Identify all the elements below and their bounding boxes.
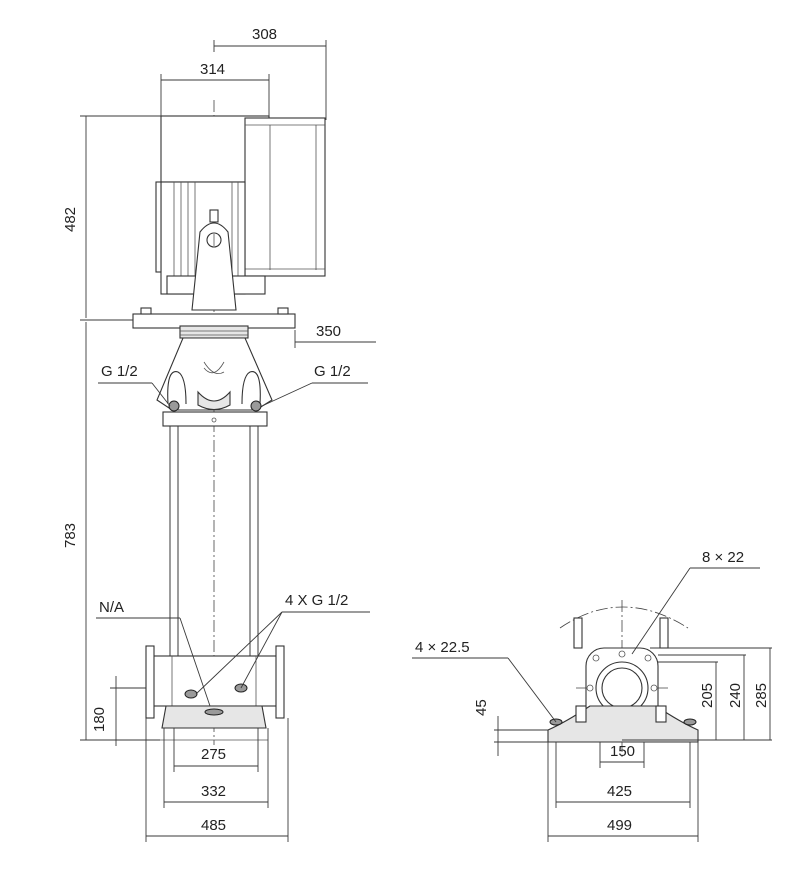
dim-motor-offset: 308 — [213, 26, 327, 120]
dim-label: 150 — [610, 743, 635, 760]
dim-label: 482 — [62, 207, 79, 232]
dim-label: 285 — [753, 683, 770, 708]
side-base-foot — [547, 705, 699, 743]
pump-head — [156, 337, 273, 427]
dim-label: 499 — [607, 817, 632, 834]
dim-base-mid: 332 — [163, 728, 269, 808]
dim-425: 425 — [555, 742, 691, 808]
dim-label: 308 — [252, 26, 277, 43]
label-na: N/A — [96, 599, 211, 707]
dim-label: 180 — [91, 707, 108, 732]
dim-label: 275 — [201, 746, 226, 763]
dim-499: 499 — [547, 742, 699, 842]
svg-text:4 × 22.5: 4 × 22.5 — [415, 639, 470, 656]
dim-base-height: 783 — [62, 322, 160, 741]
dim-label: 485 — [201, 817, 226, 834]
svg-text:G 1/2: G 1/2 — [314, 363, 351, 380]
dim-label: 205 — [699, 683, 716, 708]
dim-label: 332 — [201, 783, 226, 800]
base-body — [150, 655, 278, 707]
dim-150: 150 — [599, 742, 645, 768]
outlet-flange — [275, 645, 285, 719]
dim-label: 425 — [607, 783, 632, 800]
svg-text:4 X G 1/2: 4 X G 1/2 — [285, 592, 348, 609]
dim-label: 350 — [316, 323, 341, 340]
pump-base — [145, 645, 285, 741]
dim-motor-width: 314 — [160, 61, 270, 116]
dim-label: 783 — [62, 523, 79, 548]
side-view: 8 × 22 4 × 22.5 45 205 240 285 — [412, 549, 772, 842]
dim-vertical-stack: 205 240 285 — [622, 647, 772, 741]
lifting-eye — [191, 222, 237, 311]
label-bolts-top: 8 × 22 — [631, 549, 760, 655]
inlet-flange — [145, 645, 155, 719]
label-drain: 4 X G 1/2 — [195, 592, 370, 695]
label-vent-left: G 1/2 — [98, 363, 171, 407]
dim-flange-width: 350 — [294, 323, 376, 348]
svg-text:8 × 22: 8 × 22 — [702, 549, 744, 566]
dim-foot-height: 45 — [473, 699, 548, 756]
pump-head-plate — [162, 411, 268, 427]
grundfos-logo-icon — [203, 361, 225, 375]
dim-label: 45 — [473, 699, 490, 716]
dim-label: 314 — [200, 61, 225, 78]
base-foot — [161, 705, 267, 729]
motor — [155, 115, 326, 295]
motor-flange — [132, 307, 296, 339]
dim-motor-height: 482 — [62, 115, 161, 321]
front-view: 308 314 482 783 350 — [62, 26, 376, 842]
label-vent-right: G 1/2 — [261, 363, 368, 407]
dim-label: 240 — [727, 683, 744, 708]
dim-port-height: 180 — [91, 676, 146, 746]
coupling-housing — [191, 209, 237, 311]
dim-base-inner: 275 — [173, 728, 259, 772]
svg-text:N/A: N/A — [99, 599, 124, 616]
terminal-box — [244, 117, 326, 277]
dim-base-outer: 485 — [145, 718, 289, 842]
label-holes: 4 × 22.5 — [412, 639, 557, 723]
svg-text:G 1/2: G 1/2 — [101, 363, 138, 380]
